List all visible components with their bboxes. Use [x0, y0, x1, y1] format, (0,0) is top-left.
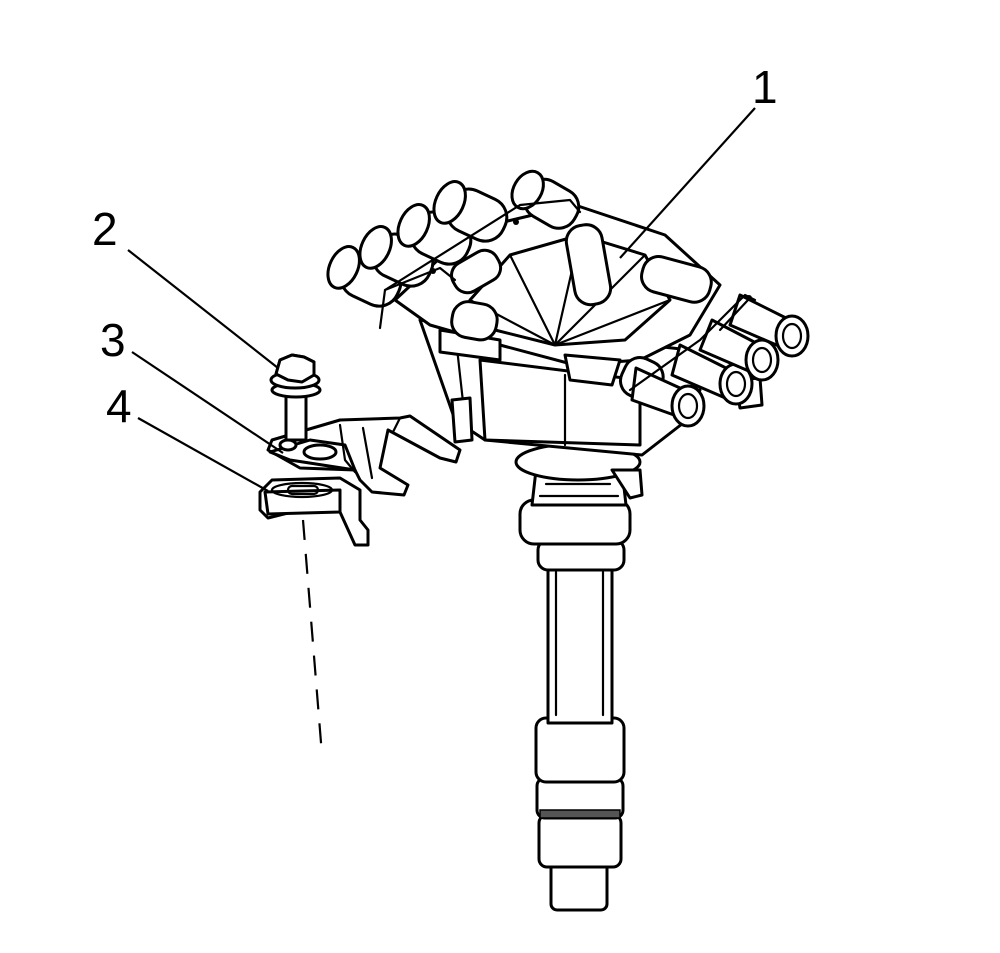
callout-3: 3: [100, 314, 284, 454]
leader-line-2: [127, 249, 279, 369]
terminal-right-4: [728, 293, 810, 358]
hold-down-bolt: [269, 353, 322, 442]
distributor: [326, 169, 810, 912]
callout-label-4: 4: [106, 380, 132, 432]
terminal-right-1: [630, 366, 706, 428]
leader-line-4: [137, 417, 269, 492]
terminal-right-3: [698, 318, 780, 382]
center-line: [301, 519, 324, 756]
leader-line-3: [131, 351, 284, 454]
callout-label-1: 1: [752, 61, 778, 113]
leader-line-1: [619, 107, 756, 259]
callout-2: 2: [92, 203, 279, 369]
distributor-terminals: [326, 169, 810, 428]
hold-down-clamp: [266, 414, 462, 497]
clamp-base: [258, 476, 370, 547]
terminal-right-2: [670, 343, 754, 406]
callout-label-2: 2: [92, 203, 118, 255]
callout-label-3: 3: [100, 314, 126, 366]
callout-4: 4: [106, 380, 269, 492]
distributor-shaft: [514, 442, 642, 912]
callout-1: 1: [619, 61, 778, 259]
